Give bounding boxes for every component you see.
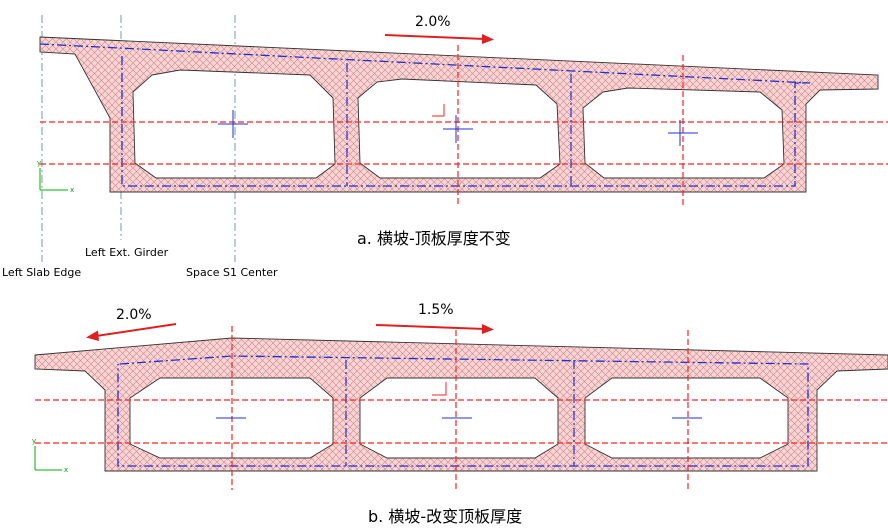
top-section: 2.0% x y Left Ext. Girder Left Slab Edge… bbox=[2, 14, 888, 279]
bottom-axis-y-label: y bbox=[32, 437, 36, 445]
top-axis-x-label: x bbox=[70, 186, 74, 194]
bottom-section: 2.0% 1.5% x y b. 横坡-改变顶板厚度 bbox=[32, 302, 888, 526]
bottom-slope-left-label: 2.0% bbox=[116, 307, 152, 323]
left-ext-girder-label: Left Ext. Girder bbox=[85, 246, 169, 259]
local-axis-marker-b bbox=[432, 382, 447, 396]
top-origin-axis-icon bbox=[39, 168, 68, 191]
bottom-caption: b. 横坡-改变顶板厚度 bbox=[368, 507, 522, 526]
box-girder-section bbox=[39, 36, 879, 193]
top-axis-y-label: y bbox=[37, 159, 41, 167]
space-s1-center-label: Space S1 Center bbox=[186, 266, 278, 279]
bottom-slope-left-arrow bbox=[86, 323, 177, 341]
top-caption: a. 横坡-顶板厚度不变 bbox=[357, 229, 511, 248]
bottom-axis-x-label: x bbox=[64, 466, 68, 474]
box-girder-section-b bbox=[34, 337, 888, 472]
bottom-blue-dash-line bbox=[117, 355, 809, 467]
bottom-slope-right-arrow bbox=[375, 324, 494, 334]
bottom-slope-right-label: 1.5% bbox=[418, 302, 454, 318]
top-slope-label: 2.0% bbox=[415, 14, 451, 30]
left-slab-edge-label: Left Slab Edge bbox=[2, 266, 81, 279]
top-slope-arrow bbox=[384, 34, 494, 44]
local-axis-marker bbox=[432, 104, 445, 117]
bottom-origin-axis-icon bbox=[34, 446, 62, 471]
cell-centroid-marker bbox=[218, 110, 698, 146]
